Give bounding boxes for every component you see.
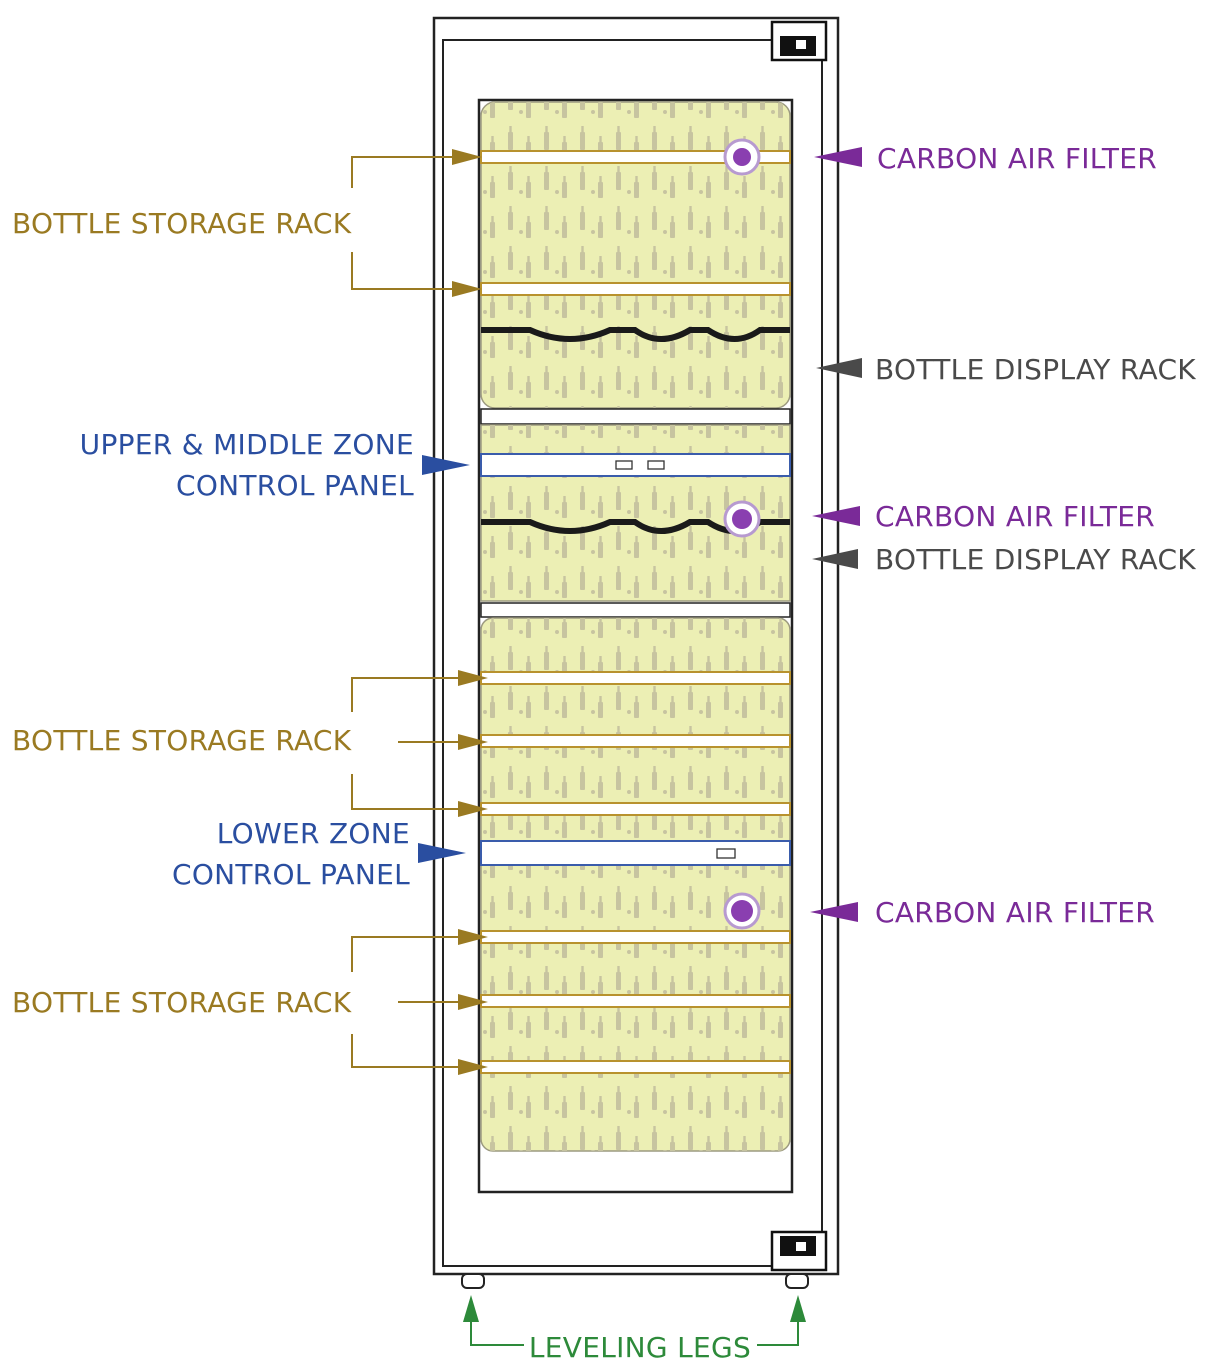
arrow-carbon-filter-2 xyxy=(812,506,860,526)
leveling-leg-left xyxy=(461,1273,485,1289)
storage-rack-shelf xyxy=(480,930,791,944)
label-lower-panel-line1: LOWER ZONE xyxy=(217,817,410,850)
label-storage-rack-2: BOTTLE STORAGE RACK xyxy=(12,724,352,757)
label-carbon-filter-1: CARBON AIR FILTER xyxy=(877,142,1157,175)
upper-middle-control-panel xyxy=(480,453,791,477)
arrow-carbon-filter-1 xyxy=(814,147,862,167)
callout-leveling-legs xyxy=(463,1295,806,1346)
storage-rack-shelf xyxy=(480,282,791,296)
leveling-leg-right xyxy=(785,1273,809,1289)
label-storage-rack-1: BOTTLE STORAGE RACK xyxy=(12,207,352,240)
label-upper-panel-line1: UPPER & MIDDLE ZONE xyxy=(80,428,414,461)
bottom-hinge xyxy=(770,1230,828,1272)
storage-rack-shelf xyxy=(480,671,791,685)
carbon-filter-upper xyxy=(723,138,761,176)
label-display-rack-2: BOTTLE DISPLAY RACK xyxy=(875,543,1196,576)
arrow-display-rack-1 xyxy=(816,358,862,378)
top-hinge xyxy=(770,20,828,62)
storage-rack-shelves xyxy=(480,150,791,1074)
label-storage-rack-3: BOTTLE STORAGE RACK xyxy=(12,986,352,1019)
label-lower-panel-line2: CONTROL PANEL xyxy=(172,858,410,891)
arrow-upper-panel xyxy=(422,455,470,475)
label-upper-panel-line2: CONTROL PANEL xyxy=(176,469,414,502)
display-rack-upper xyxy=(481,327,790,342)
storage-rack-shelf xyxy=(480,994,791,1008)
carbon-filter-middle xyxy=(723,500,761,538)
zone-divider-2 xyxy=(480,602,791,618)
arrow-display-rack-2 xyxy=(812,549,858,569)
label-carbon-filter-3: CARBON AIR FILTER xyxy=(875,896,1155,929)
zone-divider-1 xyxy=(480,408,791,425)
arrow-lower-panel xyxy=(418,843,466,863)
lower-zone xyxy=(480,617,791,1152)
lower-control-panel xyxy=(480,840,791,866)
callout-storage-rack-1 xyxy=(351,149,482,297)
label-display-rack-1: BOTTLE DISPLAY RACK xyxy=(875,353,1196,386)
storage-rack-shelf xyxy=(480,734,791,748)
storage-rack-shelf xyxy=(480,1060,791,1074)
door-inner-frame xyxy=(442,39,823,1267)
label-leveling-legs: LEVELING LEGS xyxy=(529,1331,751,1364)
label-carbon-filter-2: CARBON AIR FILTER xyxy=(875,500,1155,533)
storage-rack-shelf xyxy=(480,802,791,816)
arrow-carbon-filter-3 xyxy=(810,902,858,922)
callout-storage-rack-3 xyxy=(351,929,488,1075)
carbon-filter-lower xyxy=(723,892,761,930)
callout-storage-rack-2 xyxy=(351,670,488,817)
